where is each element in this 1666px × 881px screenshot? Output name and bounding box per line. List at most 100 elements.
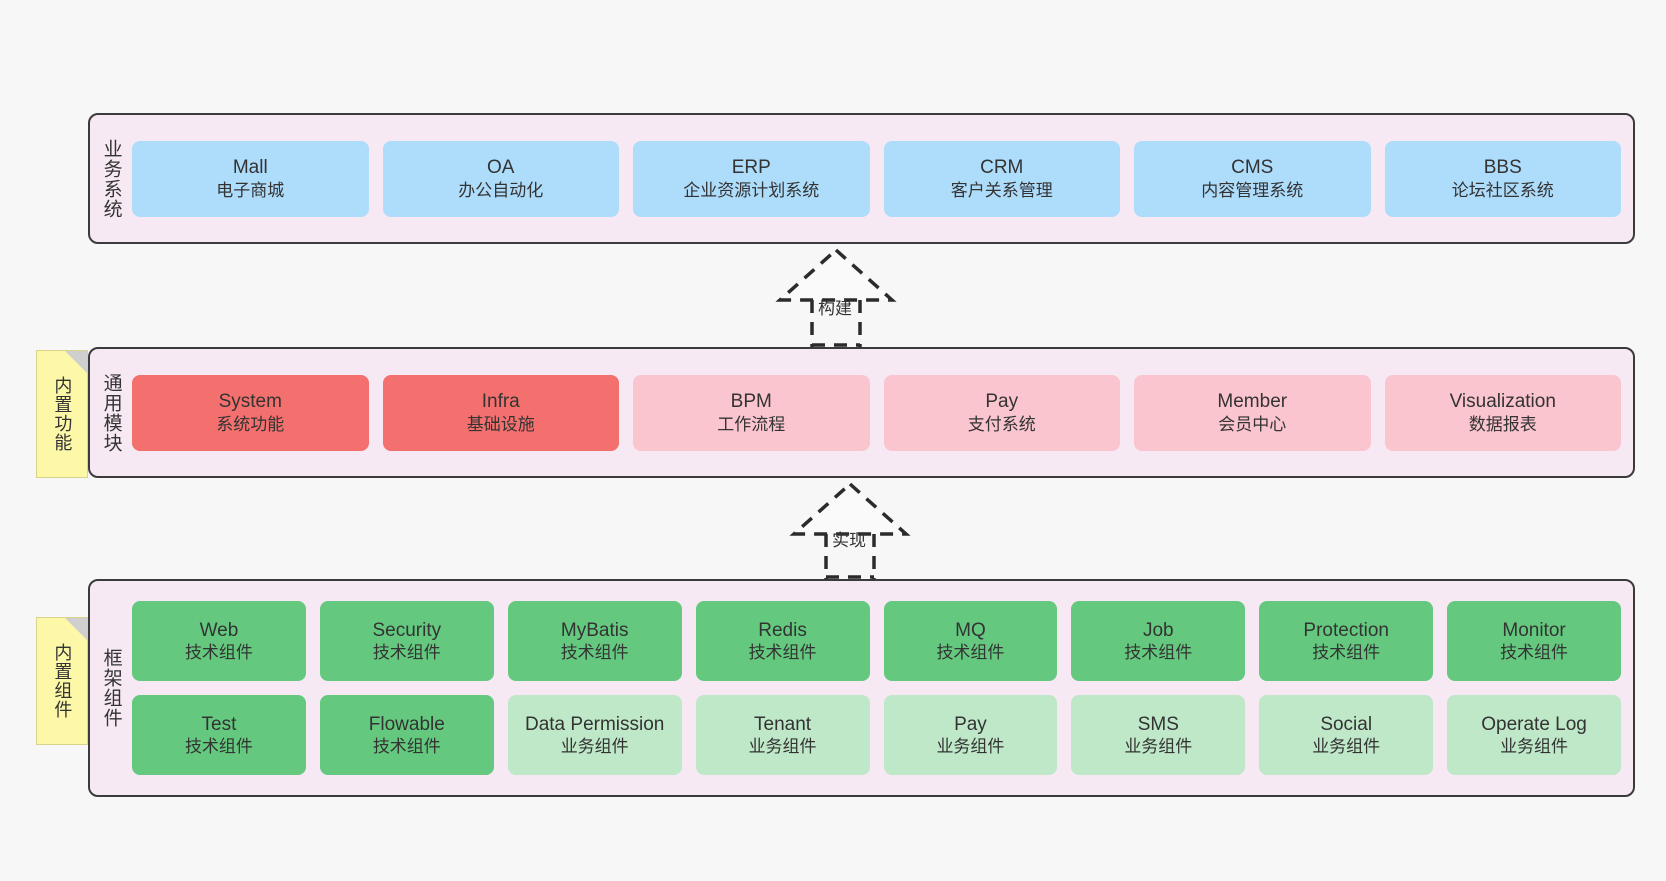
node-protection[interactable]: Protection 技术组件 — [1259, 601, 1434, 681]
node-title: CMS — [1231, 157, 1274, 178]
node-subtitle: 技术组件 — [560, 643, 629, 663]
note-text: 内置组件 — [52, 643, 73, 719]
node-tenant[interactable]: Tenant 业务组件 — [695, 695, 870, 775]
layer-body-framework-components: Web 技术组件 Security 技术组件 MyBatis 技术组件 Redi… — [132, 581, 1633, 795]
node-subtitle: 论坛社区系统 — [1451, 180, 1554, 200]
node-title: Monitor — [1502, 619, 1566, 641]
node-subtitle: 业务组件 — [936, 737, 1005, 757]
node-subtitle: 技术组件 — [1124, 643, 1193, 663]
node-infra[interactable]: Infra 基础设施 — [382, 374, 619, 451]
node-row: Test 技术组件 Flowable 技术组件 Data Permission … — [132, 695, 1621, 775]
dashed-realization-arrow-icon — [789, 481, 911, 579]
node-title: Pay — [954, 713, 987, 735]
node-title: Operate Log — [1481, 713, 1587, 735]
node-title: Security — [372, 619, 442, 641]
node-subtitle: 企业资源计划系统 — [683, 180, 820, 200]
node-subtitle: 技术组件 — [184, 643, 253, 663]
node-subtitle: 数据报表 — [1468, 414, 1537, 434]
connector-label-build: 构建 — [818, 299, 852, 318]
node-job[interactable]: Job 技术组件 — [1071, 601, 1246, 681]
node-title: BBS — [1483, 157, 1522, 178]
layer-body-general-modules: System 系统功能 Infra 基础设施 BPM 工作流程 Pay 支付系统… — [132, 349, 1633, 476]
node-title: MQ — [955, 619, 986, 641]
node-title: BPM — [730, 391, 772, 412]
note-text: 内置功能 — [52, 376, 73, 452]
node-title: Member — [1217, 391, 1288, 412]
node-row: Mall 电子商城 OA 办公自动化 ERP 企业资源计划系统 CRM 客户关系… — [132, 140, 1621, 217]
node-subtitle: 技术组件 — [1312, 643, 1381, 663]
node-member[interactable]: Member 会员中心 — [1134, 374, 1371, 451]
connector-label-realize: 实现 — [832, 531, 866, 550]
node-subtitle: 业务组件 — [748, 737, 817, 757]
node-subtitle: 客户关系管理 — [950, 180, 1053, 200]
node-subtitle: 支付系统 — [967, 414, 1036, 434]
node-system[interactable]: System 系统功能 — [132, 374, 369, 451]
node-data-permission[interactable]: Data Permission 业务组件 — [507, 695, 682, 775]
node-subtitle: 系统功能 — [216, 414, 285, 434]
node-title: CRM — [980, 157, 1024, 178]
layer-general-modules[interactable]: 通用模块 System 系统功能 Infra 基础设施 BPM 工作流程 Pay… — [88, 347, 1635, 478]
node-title: Test — [201, 713, 237, 735]
node-title: ERP — [731, 157, 771, 178]
node-operate-log[interactable]: Operate Log 业务组件 — [1447, 695, 1621, 775]
layer-label-framework-components: 框架组件 — [100, 648, 122, 728]
node-subtitle: 办公自动化 — [458, 180, 544, 200]
node-mq[interactable]: MQ 技术组件 — [883, 601, 1058, 681]
node-subtitle: 基础设施 — [466, 414, 535, 434]
node-redis[interactable]: Redis 技术组件 — [695, 601, 870, 681]
node-title: SMS — [1137, 713, 1179, 735]
node-title: Social — [1320, 713, 1373, 735]
node-subtitle: 电子商城 — [216, 180, 285, 200]
note-builtin-component[interactable]: 内置组件 — [36, 617, 88, 745]
layer-label-general-modules: 通用模块 — [100, 372, 122, 453]
layer-label-business-system: 业务系统 — [100, 138, 122, 219]
node-title: Flowable — [368, 713, 445, 735]
node-subtitle: 技术组件 — [372, 643, 441, 663]
folded-corner-icon — [65, 351, 87, 373]
node-subtitle: 会员中心 — [1218, 414, 1287, 434]
node-pay-module[interactable]: Pay 支付系统 — [883, 374, 1120, 451]
node-pay-component[interactable]: Pay 业务组件 — [883, 695, 1058, 775]
folded-corner-icon — [65, 618, 87, 640]
node-sms[interactable]: SMS 业务组件 — [1071, 695, 1246, 775]
node-mybatis[interactable]: MyBatis 技术组件 — [507, 601, 682, 681]
node-oa[interactable]: OA 办公自动化 — [382, 140, 619, 217]
node-security[interactable]: Security 技术组件 — [319, 601, 494, 681]
layer-business-system[interactable]: 业务系统 Mall 电子商城 OA 办公自动化 ERP 企业资源计划系统 CRM… — [88, 113, 1635, 244]
node-title: Tenant — [754, 713, 812, 735]
node-bbs[interactable]: BBS 论坛社区系统 — [1384, 140, 1621, 217]
dashed-realization-arrow-icon — [775, 247, 897, 347]
node-web[interactable]: Web 技术组件 — [132, 601, 306, 681]
node-social[interactable]: Social 业务组件 — [1259, 695, 1434, 775]
node-erp[interactable]: ERP 企业资源计划系统 — [633, 140, 870, 217]
node-row: System 系统功能 Infra 基础设施 BPM 工作流程 Pay 支付系统… — [132, 374, 1621, 451]
node-subtitle: 业务组件 — [1500, 737, 1569, 757]
node-title: Mall — [232, 157, 268, 178]
connector-realize: 实现 — [770, 480, 930, 579]
node-subtitle: 技术组件 — [748, 643, 817, 663]
node-crm[interactable]: CRM 客户关系管理 — [883, 140, 1120, 217]
node-subtitle: 业务组件 — [1312, 737, 1381, 757]
note-builtin-function[interactable]: 内置功能 — [36, 350, 88, 478]
connector-build: 构建 — [756, 246, 916, 347]
node-monitor[interactable]: Monitor 技术组件 — [1447, 601, 1621, 681]
node-title: Pay — [985, 391, 1019, 412]
layer-body-business-system: Mall 电子商城 OA 办公自动化 ERP 企业资源计划系统 CRM 客户关系… — [132, 115, 1633, 242]
node-title: Visualization — [1449, 391, 1556, 412]
node-title: Web — [199, 619, 239, 641]
node-subtitle: 内容管理系统 — [1201, 180, 1304, 200]
node-mall[interactable]: Mall 电子商城 — [132, 140, 369, 217]
node-title: System — [218, 391, 282, 412]
node-title: Redis — [758, 619, 807, 641]
node-subtitle: 技术组件 — [372, 737, 441, 757]
node-subtitle: 工作流程 — [717, 414, 786, 434]
node-bpm[interactable]: BPM 工作流程 — [633, 374, 870, 451]
layer-framework-components[interactable]: 框架组件 Web 技术组件 Security 技术组件 MyBatis 技术组件… — [88, 579, 1635, 797]
node-row: Web 技术组件 Security 技术组件 MyBatis 技术组件 Redi… — [132, 601, 1621, 681]
node-flowable[interactable]: Flowable 技术组件 — [319, 695, 494, 775]
node-test[interactable]: Test 技术组件 — [132, 695, 306, 775]
node-visualization[interactable]: Visualization 数据报表 — [1384, 374, 1621, 451]
node-cms[interactable]: CMS 内容管理系统 — [1134, 140, 1371, 217]
node-subtitle: 技术组件 — [1500, 643, 1569, 663]
